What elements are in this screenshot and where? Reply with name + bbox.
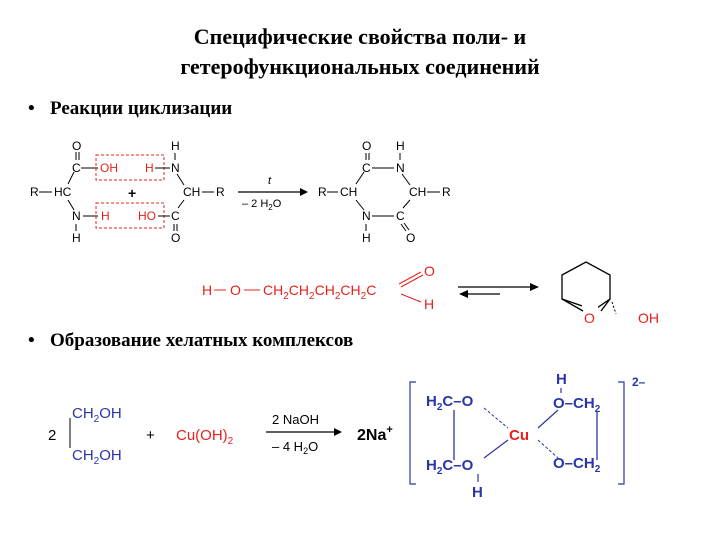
r3-cu-hydroxide: Cu(OH)2: [176, 427, 234, 447]
r1-H-top: H: [171, 139, 180, 153]
r1-C-bottom: C: [171, 209, 180, 223]
r1-H-box-bottom: H: [101, 209, 110, 223]
r1-H-box-top: H: [145, 161, 154, 175]
title-line-2: гетерофункциональных соединений: [180, 54, 540, 79]
complex-H2C-O-bottom: H2C–O: [426, 457, 474, 477]
title-line-1: Специфические свойства поли- и: [193, 24, 527, 49]
reaction-2-equilibrium-arrows: [458, 283, 539, 298]
r2-O: O: [230, 282, 241, 298]
r1-arrow-bottom-suffix: O: [273, 198, 282, 210]
bracket-left: [409, 381, 416, 485]
svg-text:– 4 H2O: – 4 H2O: [272, 439, 318, 456]
p1-C-bottom: C: [396, 209, 405, 223]
complex-H-bottom: H: [472, 484, 483, 501]
reaction-1-reactants: R HC C O OH H N H CH R + N H H HO C: [30, 139, 225, 245]
reaction-3-arrow: 2 NaOH – 4 H2O: [266, 412, 342, 456]
r1-N-top: N: [171, 161, 180, 175]
p1-N-top: N: [396, 161, 405, 175]
complex-O-CH2-top: O–CH2: [553, 395, 601, 415]
p1-O-bottom: O: [406, 231, 415, 245]
reaction-2: H O CH2CH2CH2CH2C O H: [202, 263, 435, 312]
p1-C-top: C: [362, 161, 371, 175]
p1-O-top: O: [362, 139, 371, 153]
r1-N-bottom: N: [72, 209, 81, 223]
r3-arrow-top: 2 NaOH: [272, 412, 319, 427]
p1-H-top: H: [396, 139, 405, 153]
p1-H-bottom: H: [362, 231, 371, 245]
reaction-3-reactants: 2 CH2OH CH2OH + Cu(OH)2: [48, 405, 234, 467]
r1-arrow-bottom-prefix: – 2 H: [242, 198, 268, 210]
complex-O-CH2-bottom: O–CH2: [553, 455, 601, 475]
r1-HO-box: HO: [138, 209, 156, 223]
r3-plus: +: [146, 427, 155, 444]
r3-coefficient: 2: [48, 427, 56, 444]
r1-arrow-bottom-sub: 2: [268, 203, 273, 212]
bullet-chelates: •Образование хелатных комплексов: [28, 330, 354, 351]
r1-plus: +: [128, 185, 136, 201]
r1-C-top: C: [72, 161, 81, 175]
r2-H: H: [202, 282, 212, 298]
ring-O: O: [584, 310, 595, 326]
r3-arrow-bottom-prefix: – 4 H: [272, 439, 303, 454]
reaction-1-arrow: t – 2 H2O: [238, 175, 308, 212]
p1-CH-left: CH: [340, 185, 357, 199]
bracket-right: [618, 381, 625, 485]
r1-H-bottom: H: [72, 231, 81, 245]
r1-arrow-top: t: [268, 175, 272, 187]
r1-O-top: O: [72, 139, 81, 153]
r2-H-ald: H: [424, 296, 434, 312]
complex-H-top: H: [556, 371, 567, 388]
bullet-cyclization: •Реакции циклизации: [28, 98, 233, 119]
complex-H2C-O-top: H2C–O: [426, 393, 474, 413]
svg-text:– 2 H2O: – 2 H2O: [242, 198, 282, 212]
r1-R-right: R: [216, 185, 225, 199]
ring-OH: OH: [638, 310, 659, 326]
bullet-chelates-text: Образование хелатных комплексов: [50, 330, 354, 351]
r2-O-ald: O: [424, 263, 435, 279]
r1-HC-left: HC: [54, 185, 72, 199]
bullet-cyclization-text: Реакции циклизации: [50, 98, 233, 119]
complex-Cu: Cu: [509, 427, 529, 444]
r1-OH-box: OH: [100, 161, 118, 175]
r1-CH-right: CH: [183, 185, 200, 199]
complex-charge: 2–: [632, 375, 646, 389]
p1-R-right: R: [442, 185, 451, 199]
reaction-2-ring-product: O OH: [561, 261, 659, 326]
slide-title: Специфические свойства поли- и гетерофун…: [0, 22, 720, 82]
p1-CH-right: CH: [409, 185, 426, 199]
p1-N-bottom: N: [362, 209, 371, 223]
p1-R-left: R: [318, 185, 327, 199]
r3-CH2OH-bottom: CH2OH: [72, 447, 122, 467]
reaction-1-product: R CH C O N H CH R N H C O: [318, 139, 451, 245]
r1-R-left: R: [30, 185, 39, 199]
r3-sodium: 2Na+: [357, 424, 393, 444]
r3-CH2OH-top: CH2OH: [72, 405, 122, 425]
r2-chain: CH2CH2CH2CH2C: [263, 282, 376, 302]
reaction-3-complex: 2– H2C–O H O–CH2 Cu H2C–O H O–CH2: [409, 371, 646, 501]
r1-O-bottom: O: [171, 231, 180, 245]
